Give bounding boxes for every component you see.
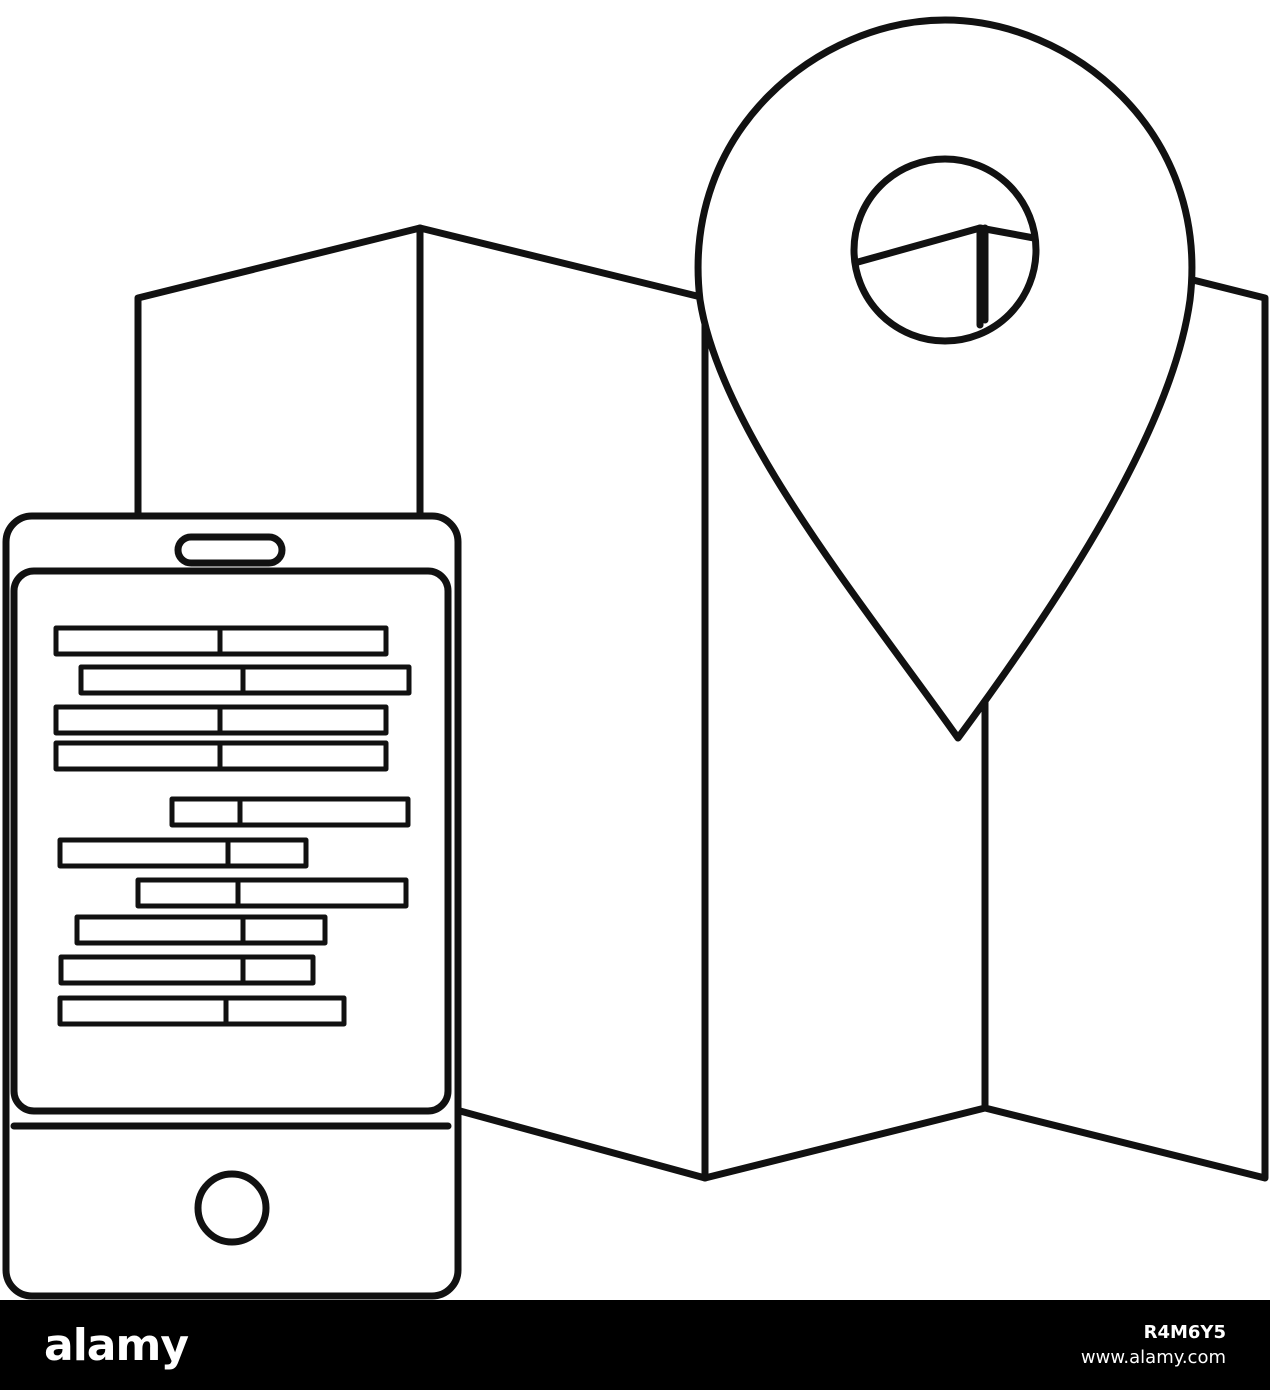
text-line-segment xyxy=(58,954,246,986)
footer-meta: R4M6Y5 www.alamy.com xyxy=(1081,1322,1226,1368)
text-line-segment xyxy=(240,954,316,986)
text-line-segment xyxy=(135,877,241,909)
smartphone-icon xyxy=(2,512,462,1300)
text-line-segment xyxy=(240,664,412,696)
home-button-icon xyxy=(194,1170,270,1246)
text-line-segment xyxy=(57,837,231,869)
text-line-segment xyxy=(225,837,309,869)
site-url[interactable]: www.alamy.com xyxy=(1080,1347,1226,1368)
text-line-segment xyxy=(223,995,347,1027)
text-line-segment xyxy=(78,664,246,696)
pin-body xyxy=(694,16,1196,742)
location-pin-icon xyxy=(694,16,1196,742)
illustration-canvas xyxy=(2,16,1269,1300)
text-line-segment xyxy=(217,625,389,657)
brand-logo[interactable]: alamy xyxy=(44,1319,189,1371)
text-line-segment xyxy=(217,740,389,772)
phone-speaker xyxy=(174,533,286,567)
image-id: R4M6Y5 xyxy=(1143,1322,1226,1343)
text-line-segment xyxy=(235,877,409,909)
stock-footer: alamy R4M6Y5 www.alamy.com xyxy=(0,1300,1270,1390)
text-line-segment xyxy=(53,740,223,772)
text-line-segment xyxy=(217,704,389,736)
map-panel-2 xyxy=(416,224,709,1182)
text-line-segment xyxy=(240,914,328,946)
text-line-segment xyxy=(74,914,246,946)
text-line-segment xyxy=(53,704,223,736)
text-line-segment xyxy=(169,796,243,828)
screen-text-lines xyxy=(53,625,412,1027)
text-line-segment xyxy=(237,796,411,828)
text-line-segment xyxy=(53,625,223,657)
text-line-segment xyxy=(57,995,229,1027)
